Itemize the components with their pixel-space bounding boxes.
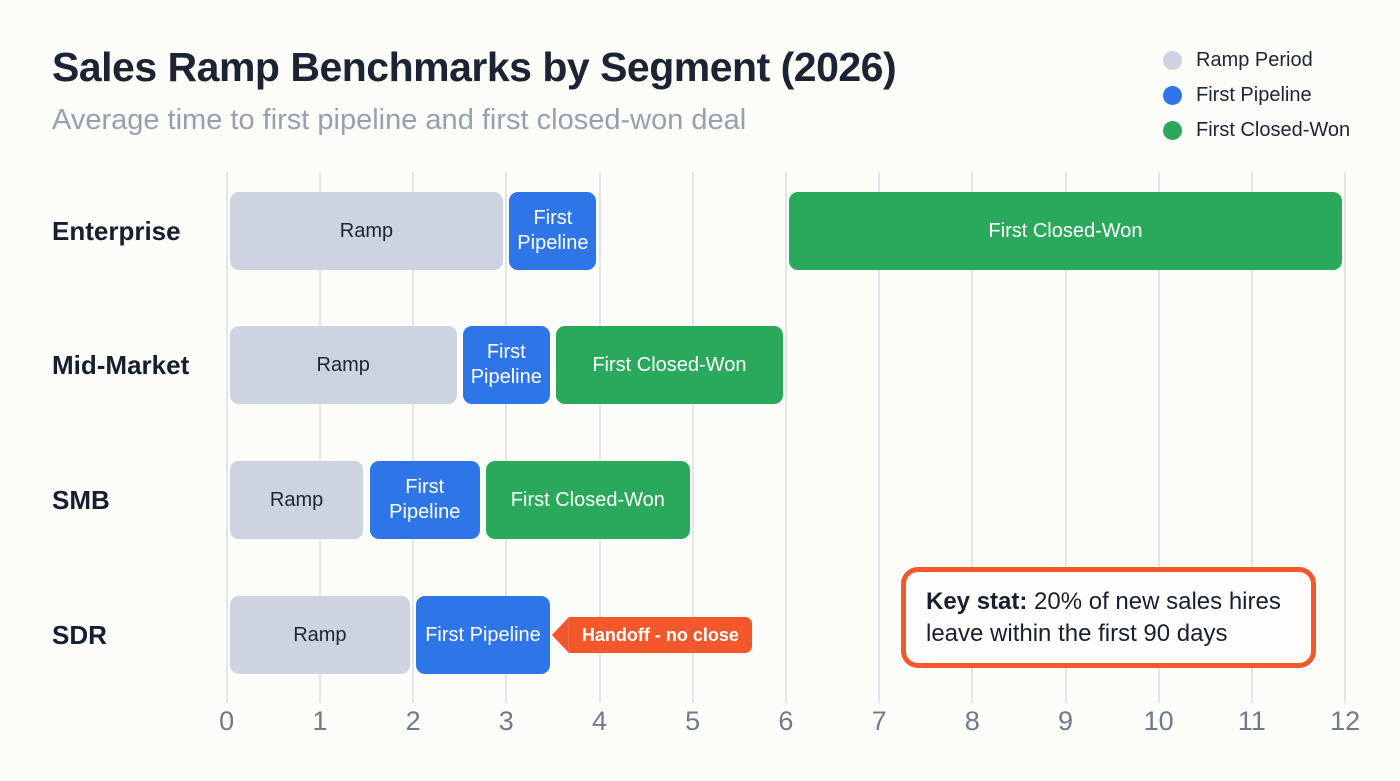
key-stat-callout: Key stat: 20% of new sales hires leave w… [901,567,1316,668]
row-label-smb: SMB [52,484,110,515]
bar-enterprise-pipeline: First Pipeline [509,192,597,270]
bar-smb-pipeline: First Pipeline [369,461,480,539]
x-tick-label-0: 0 [219,706,235,736]
bar-mid-market-ramp: Ramp [229,326,457,404]
bar-enterprise-closed_won: First Closed-Won [788,192,1343,270]
key-stat-line1: Key stat: 20% of new sales hires [926,586,1291,617]
gridline-5 [691,172,694,703]
bar-mid-market-pipeline: First Pipeline [462,326,550,404]
x-tick-label-9: 9 [1057,706,1074,736]
bar-sdr-pipeline: First Pipeline [416,596,550,674]
page-title: Sales Ramp Benchmarks by Segment (2026) [52,44,897,90]
x-tick-label-7: 7 [871,706,887,736]
bar-smb-ramp: Ramp [229,461,364,539]
legend-label: First Pipeline [1196,84,1312,106]
legend-item-ramp: Ramp Period [1163,47,1350,74]
handoff-label: Handoff - no close [568,617,752,653]
row-label-mid-market: Mid-Market [52,349,190,380]
bar-mid-market-closed_won: First Closed-Won [555,326,783,404]
gridline-7 [878,172,881,703]
bar-smb-closed_won: First Closed-Won [486,461,690,539]
gridline-0 [225,172,228,703]
gridline-9 [1064,172,1067,703]
bar-enterprise-ramp: Ramp [229,192,504,270]
legend-label: First Closed-Won [1196,119,1351,141]
handoff-annotation: Handoff - no close [551,617,752,653]
key-stat-line1-rest: 20% of new sales hires [1027,588,1281,616]
gridline-4 [598,172,601,703]
gridline-12 [1344,172,1347,703]
bar-sdr-ramp: Ramp [229,596,411,674]
legend-dot-icon [1163,86,1182,105]
legend-dot-icon [1163,121,1182,140]
x-tick-label-4: 4 [591,706,608,736]
gridline-1 [318,172,321,703]
key-stat-prefix: Key stat: [926,588,1028,616]
legend-item-closed_won: First Closed-Won [1163,117,1350,144]
x-tick-label-5: 5 [685,706,701,736]
gridline-6 [784,172,787,703]
key-stat-line2: leave within the first 90 days [926,619,1228,647]
row-label-sdr: SDR [52,619,107,650]
gridline-3 [505,172,508,703]
legend-label: Ramp Period [1196,49,1313,71]
gridline-11 [1250,172,1253,703]
legend-item-pipeline: First Pipeline [1163,82,1350,109]
gridline-2 [412,172,415,703]
legend-dot-icon [1163,51,1182,70]
x-tick-label-8: 8 [964,706,980,736]
handoff-arrow-icon [551,617,569,653]
x-tick-label-10: 10 [1143,706,1174,736]
gridline-8 [971,172,974,703]
gridline-10 [1157,172,1160,703]
row-label-enterprise: Enterprise [52,215,181,246]
x-tick-label-11: 11 [1237,706,1266,736]
x-tick-label-12: 12 [1330,706,1361,736]
page-subtitle: Average time to first pipeline and first… [52,104,747,136]
x-tick-label-2: 2 [405,706,421,736]
x-tick-label-1: 1 [312,706,328,736]
x-tick-label-6: 6 [778,706,794,736]
x-tick-label-3: 3 [498,706,514,736]
